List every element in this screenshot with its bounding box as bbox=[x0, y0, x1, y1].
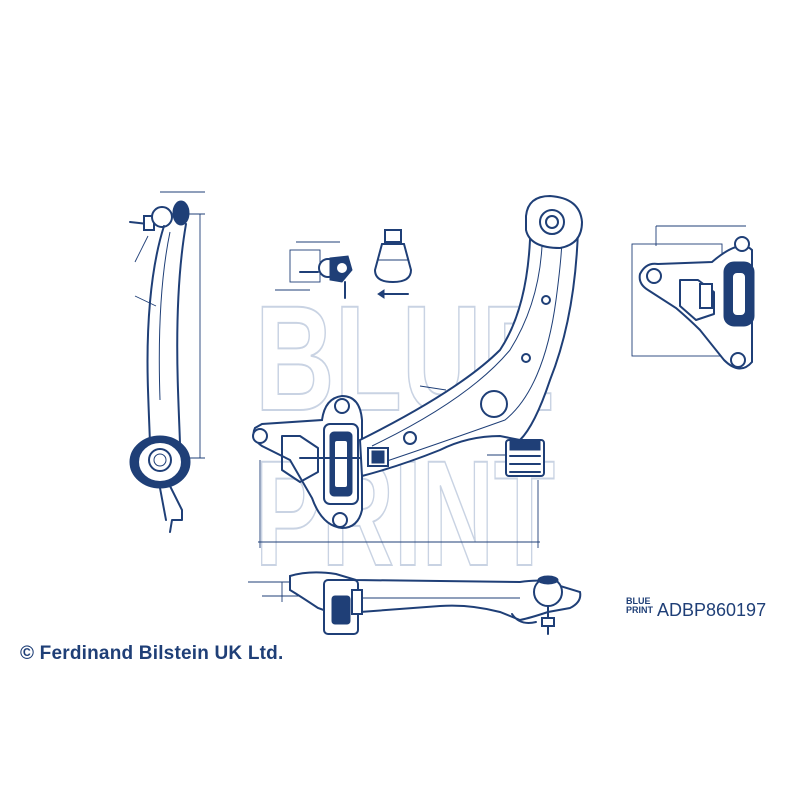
side-view-bottom bbox=[248, 571, 582, 635]
ball-joint-detail bbox=[275, 241, 353, 299]
brand-logo-line-1: BLUE bbox=[626, 596, 651, 606]
brand-logo-line-2: PRINT bbox=[626, 605, 653, 615]
brand-logo: BLUE PRINT bbox=[626, 597, 654, 615]
side-view-left bbox=[129, 191, 205, 533]
rear-bushing-detail bbox=[631, 225, 755, 370]
dust-boot-detail bbox=[373, 229, 413, 299]
copyright-notice: © Ferdinand Bilstein UK Ltd. bbox=[20, 643, 284, 664]
part-number: ADBP860197 bbox=[657, 600, 767, 620]
control-arm-plan-view bbox=[252, 194, 584, 548]
